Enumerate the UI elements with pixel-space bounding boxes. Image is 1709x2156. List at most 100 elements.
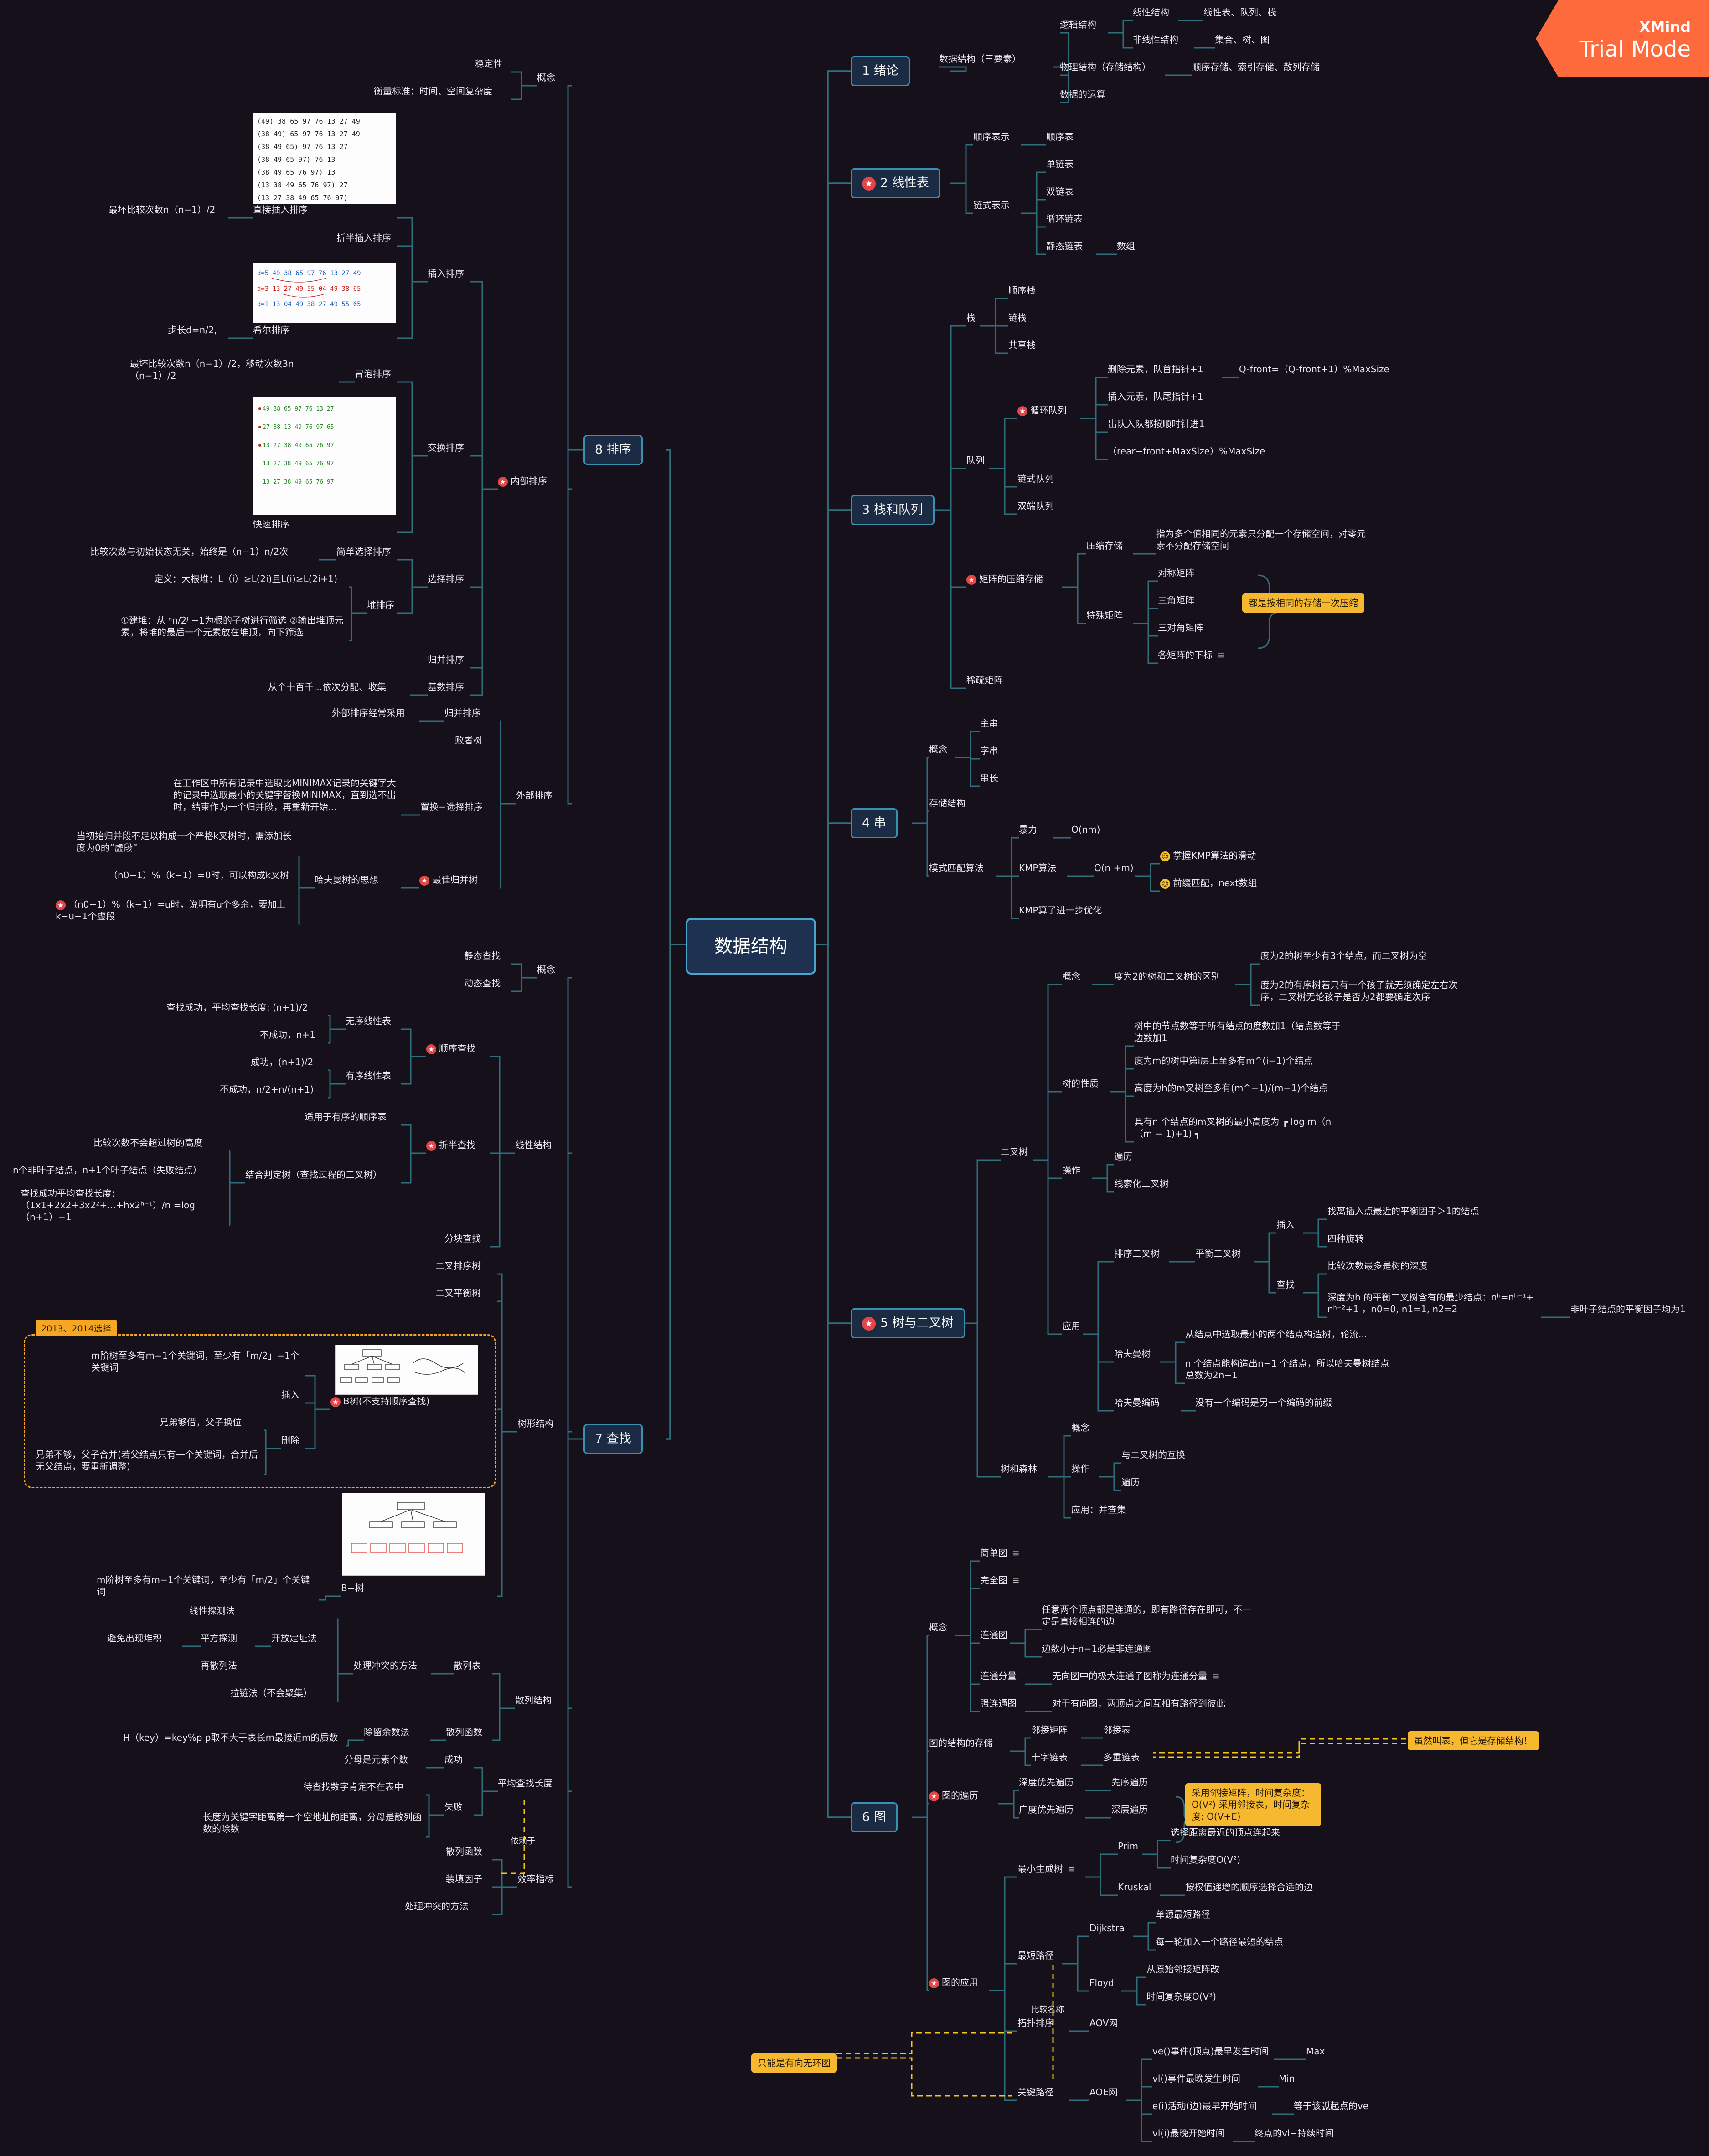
topic[interactable]: 线性结构 xyxy=(515,1140,552,1150)
topic[interactable]: 高度为h的m叉树至多有(m^−1)/(m−1)个结点 xyxy=(1134,1083,1328,1093)
relationship-label[interactable]: 依赖于 xyxy=(511,1836,535,1846)
notes-icon[interactable]: ≡ xyxy=(1212,1671,1219,1681)
topic[interactable]: AOV网 xyxy=(1089,2017,1118,2028)
topic[interactable]: 线索化二叉树 xyxy=(1114,1178,1169,1189)
topic[interactable]: 各矩阵的下标≡ xyxy=(1158,649,1225,663)
topic[interactable]: ★矩阵的压缩存储 xyxy=(966,573,1043,587)
topic[interactable]: 线性表、队列、栈 xyxy=(1203,7,1276,18)
topic[interactable]: 连通分量 xyxy=(980,1671,1017,1681)
topic[interactable]: 散列表 xyxy=(454,1660,481,1671)
topic[interactable]: 开放定址法 xyxy=(271,1633,317,1644)
topic[interactable]: 插入元素，队尾指针+1 xyxy=(1108,391,1203,402)
topic[interactable]: 避免出现堆积 xyxy=(107,1633,162,1644)
topic[interactable]: 有序线性表 xyxy=(346,1070,391,1081)
branch-8[interactable]: 8 排序 xyxy=(583,435,643,465)
topic[interactable]: 外部排序 xyxy=(516,790,552,801)
topic[interactable]: ★折半查找 xyxy=(426,1139,475,1153)
topic[interactable]: O(n +m) xyxy=(1094,862,1134,873)
topic[interactable]: 兄弟够借，父子换位 xyxy=(160,1417,242,1428)
topic[interactable]: 从原始邻接矩阵改 xyxy=(1146,1964,1219,1975)
topic[interactable]: 长度为关键字距离第一个空地址的距离，分母是散列函数的除数 xyxy=(203,1811,422,1834)
topic[interactable]: 处理冲突的方法 xyxy=(353,1660,417,1671)
topic[interactable]: 适用于有序的顺序表 xyxy=(305,1111,387,1122)
topic[interactable]: 存储结构 xyxy=(929,798,966,809)
topic[interactable]: 串长 xyxy=(980,773,998,784)
topic[interactable]: 等于该弧起点的ve xyxy=(1294,2100,1369,2111)
topic[interactable]: 稳定性 xyxy=(475,58,502,69)
topic[interactable]: 四种旋转 xyxy=(1327,1233,1364,1244)
topic[interactable]: 操作 xyxy=(1071,1463,1089,1474)
topic[interactable]: 归并排序 xyxy=(428,654,464,665)
topic[interactable]: 数据结构（三要素） xyxy=(939,53,1021,64)
topic[interactable]: 遍历 xyxy=(1114,1151,1132,1162)
topic[interactable]: 物理结构（存储结构） xyxy=(1060,62,1151,72)
topic[interactable]: 结合判定树（查找过程的二叉树） xyxy=(245,1169,382,1180)
topic[interactable]: 简单选择排序 xyxy=(336,546,391,557)
topic[interactable]: 散列结构 xyxy=(515,1695,552,1706)
topic[interactable]: ★图的遍历 xyxy=(929,1790,978,1804)
topic[interactable]: 基数排序 xyxy=(428,681,464,692)
topic[interactable]: 链式队列 xyxy=(1017,473,1054,484)
topic[interactable]: 兄弟不够，父子合并(若父结点只有一个关键词，合并后无父结点，要重新调整) xyxy=(36,1449,258,1472)
topic[interactable]: 非线性结构 xyxy=(1133,34,1178,45)
topic[interactable]: O(nm) xyxy=(1071,824,1100,835)
notes-icon[interactable]: ≡ xyxy=(1068,1863,1075,1874)
topic[interactable]: 概念 xyxy=(929,744,947,755)
topic[interactable]: 选择距离最近的顶点连起来 xyxy=(1171,1827,1280,1838)
topic[interactable]: 双端队列 xyxy=(1017,500,1054,511)
topic[interactable]: 分母是元素个数 xyxy=(344,1754,408,1765)
topic[interactable]: 败者树 xyxy=(455,735,482,746)
topic[interactable]: 不成功，n+1 xyxy=(260,1029,316,1040)
topic[interactable]: KMP算法 xyxy=(1019,862,1057,873)
annotation-callout[interactable]: 只能是有向无环图 xyxy=(751,2053,837,2073)
topic[interactable]: 先序遍历 xyxy=(1111,1777,1148,1788)
topic[interactable]: 直接插入排序 xyxy=(253,204,308,215)
topic[interactable]: 在工作区中所有记录中选取比MINIMAX记录的关键字大的记录中选取最小的关键字替… xyxy=(173,778,396,812)
topic[interactable]: 完全图≡ xyxy=(980,1574,1020,1589)
topic[interactable]: 单链表 xyxy=(1046,159,1074,170)
branch-5[interactable]: ★5 树与二叉树 xyxy=(851,1308,965,1338)
topic[interactable]: 应用 xyxy=(1062,1320,1080,1331)
topic[interactable]: 时间复杂度O(V³) xyxy=(1146,1991,1217,2002)
topic[interactable]: 终点的vl−持续时间 xyxy=(1255,2128,1334,2139)
topic[interactable]: 删除元素，队首指针+1 xyxy=(1108,364,1203,375)
topic[interactable]: 平方探测 xyxy=(201,1633,237,1644)
branch-7[interactable]: 7 查找 xyxy=(583,1424,643,1454)
topic[interactable]: 没有一个编码是另一个编码的前缀 xyxy=(1195,1397,1332,1408)
topic[interactable]: 主串 xyxy=(980,718,998,729)
topic[interactable]: 比较次数与初始状态无关，始终是（n−1）n/2次 xyxy=(90,546,289,557)
notes-icon[interactable]: ≡ xyxy=(1217,650,1225,660)
topic[interactable]: 失败 xyxy=(444,1801,463,1812)
topic[interactable]: Dijkstra xyxy=(1089,1923,1125,1934)
topic[interactable]: 静态链表 xyxy=(1046,241,1083,252)
topic[interactable]: 十字链表 xyxy=(1031,1752,1068,1763)
topic[interactable]: 分块查找 xyxy=(444,1233,481,1244)
topic[interactable]: 深度优先遍历 xyxy=(1019,1777,1074,1788)
topic[interactable]: 压缩存储 xyxy=(1086,540,1123,551)
topic[interactable]: （rear−front+MaxSize）%MaxSize xyxy=(1108,446,1265,457)
topic[interactable]: 定义：大根堆：L（i）≥L(2i)且L(i)≥L(2i+1) xyxy=(154,573,338,584)
branch-2[interactable]: ★2 线性表 xyxy=(851,168,940,198)
topic[interactable]: 顺序表示 xyxy=(973,131,1010,142)
topic[interactable]: m阶树至多有m−1个关键词，至少有「m/2」−1个关键词 xyxy=(91,1350,299,1373)
topic[interactable]: 指为多个值相同的元素只分配一个存储空间，对零元素不分配存储空间 xyxy=(1156,528,1366,551)
topic[interactable]: 静态查找 xyxy=(464,950,501,961)
topic[interactable]: Q-front=（Q-front+1）%MaxSize xyxy=(1239,364,1389,375)
topic[interactable]: 链式表示 xyxy=(973,200,1010,211)
topic[interactable]: ☺掌握KMP算法的滑动 xyxy=(1160,850,1256,864)
topic[interactable]: 查找成功平均查找长度: （1x1+2x2+3x2²+...+hx2ʰ⁻¹）/n … xyxy=(21,1188,195,1222)
topic[interactable]: ☺前缀匹配，next数组 xyxy=(1160,877,1257,891)
topic[interactable]: 树的性质 xyxy=(1062,1078,1099,1089)
topic[interactable]: n 个结点能构造出n−1 个结点，所以哈夫曼树结点总数为2n−1 xyxy=(1185,1358,1389,1381)
topic[interactable]: 归并排序 xyxy=(444,707,481,718)
topic[interactable]: 除留余数法 xyxy=(364,1727,409,1738)
relationship-label[interactable]: 比较名称 xyxy=(1031,2005,1064,2015)
topic[interactable]: B+树 xyxy=(341,1583,364,1594)
topic[interactable]: ★循环队列 xyxy=(1017,404,1067,418)
topic[interactable]: 与二叉树的互换 xyxy=(1121,1449,1185,1460)
topic[interactable]: 线性结构 xyxy=(1133,7,1169,18)
topic[interactable]: 树中的节点数等于所有结点的度数加1（结点数等于边数加1 xyxy=(1134,1021,1341,1043)
topic[interactable]: 外部排序经常采用 xyxy=(332,707,405,718)
topic[interactable]: m阶树至多有m−1个关键词，至少有「m/2」个关键词 xyxy=(97,1574,310,1597)
topic[interactable]: 处理冲突的方法 xyxy=(405,1901,469,1912)
